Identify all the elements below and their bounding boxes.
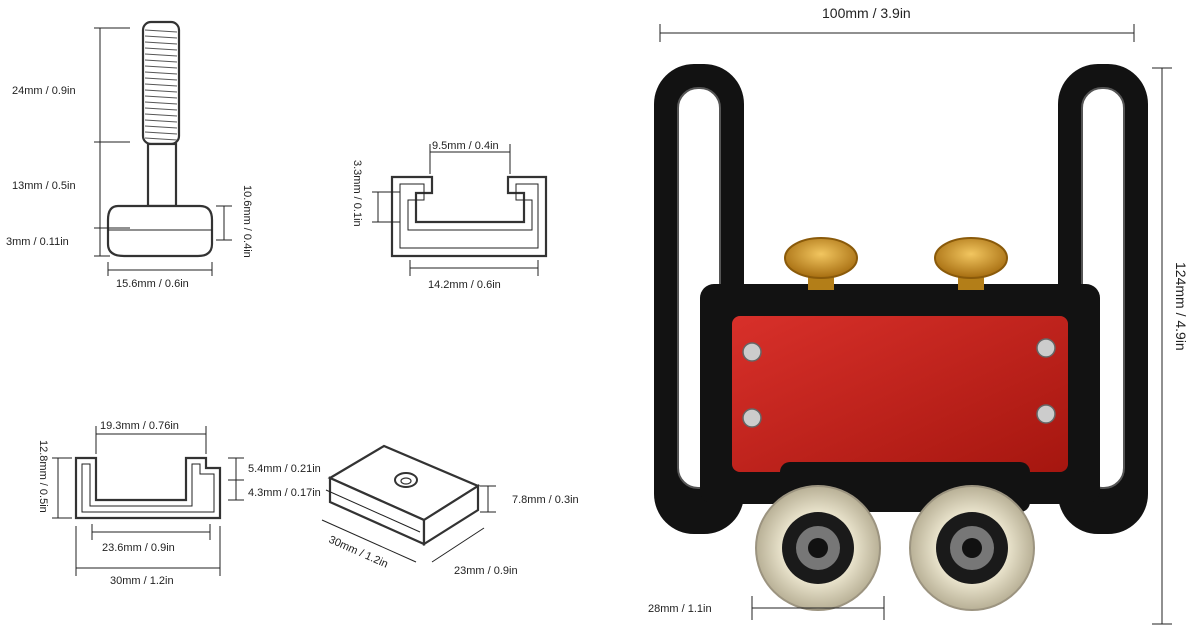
thread-line [144, 65, 178, 69]
slider-width-label: 23mm / 0.9in [454, 565, 518, 577]
thread-line [144, 77, 178, 81]
slider-length-label: 30mm / 1.2in [327, 534, 390, 571]
jig-width-label: 100mm / 3.9in [822, 5, 911, 21]
red-plate [732, 316, 1068, 472]
bolt-thread [141, 20, 181, 146]
thread-line [144, 125, 178, 129]
small-track-outline [390, 175, 548, 258]
plate-screw-1 [742, 342, 762, 362]
large-track-height-label: 12.8mm / 0.5in [37, 440, 49, 513]
brass-knob-left [784, 237, 858, 279]
head-height-label: 3mm / 0.11in [6, 236, 69, 248]
bolt-head [106, 204, 214, 258]
jig-product-image: 100mm / 3.9in 124mm / 4.9in 28mm / 1.1in [648, 5, 1189, 625]
slider-height-label: 7.8mm / 0.3in [512, 494, 579, 506]
plate-screw-3 [1036, 338, 1056, 358]
thread-length-label: 24mm / 0.9in [12, 85, 76, 97]
base-width-label: 15.6mm / 0.6in [116, 278, 189, 290]
thread-line [144, 119, 178, 123]
jig-height-label: 124mm / 4.9in [1173, 262, 1189, 351]
large-track-outer-label: 30mm / 1.2in [110, 575, 174, 587]
slider-side-face [422, 484, 480, 546]
brass-knob-right [934, 237, 1008, 279]
small-track-depth-label: 3.3mm / 0.1in [351, 160, 363, 227]
slider-hole [394, 472, 418, 488]
thread-line [144, 83, 178, 87]
bolt-thread-lines [144, 29, 178, 141]
thread-line [144, 95, 178, 99]
large-track-step1-label: 5.4mm / 0.21in [248, 463, 321, 475]
thread-line [144, 59, 178, 63]
shank-length-label: 13mm / 0.5in [12, 180, 76, 192]
thread-line [144, 35, 178, 39]
small-track-width-label: 14.2mm / 0.6in [428, 279, 501, 291]
plate-screw-4 [1036, 404, 1056, 424]
thread-line [144, 131, 178, 135]
thread-line [144, 137, 178, 141]
wheel-size-label: 28mm / 1.1in [648, 603, 712, 615]
thread-line [144, 47, 178, 51]
thread-line [144, 101, 178, 105]
thread-line [144, 53, 178, 57]
thread-line [144, 107, 178, 111]
large-track-outline [74, 456, 222, 520]
small-track-profile: 9.5mm / 0.4in 3.3mm / 0.1in 14.2mm / 0.6… [351, 140, 548, 291]
plate-screw-2 [742, 408, 762, 428]
large-track-step2-label: 4.3mm / 0.17in [248, 487, 321, 499]
large-track-inner-label: 23.6mm / 0.9in [102, 542, 175, 554]
bolt-shank [146, 142, 178, 208]
large-track-profile: 19.3mm / 0.76in 12.8mm / 0.5in 5.4mm / 0… [37, 420, 321, 587]
t-bolt-drawing: 24mm / 0.9in 13mm / 0.5in 3mm / 0.11in 1… [6, 20, 253, 290]
thread-line [144, 41, 178, 45]
thread-line [144, 29, 178, 33]
thread-line [144, 71, 178, 75]
thread-line [144, 113, 178, 117]
slider-block-drawing: 7.8mm / 0.3in 30mm / 1.2in 23mm / 0.9in [321, 444, 579, 577]
head-width-label: 10.6mm / 0.4in [241, 185, 253, 258]
thread-line [144, 89, 178, 93]
large-track-top-label: 19.3mm / 0.76in [100, 420, 179, 432]
small-track-top-label: 9.5mm / 0.4in [432, 140, 499, 152]
